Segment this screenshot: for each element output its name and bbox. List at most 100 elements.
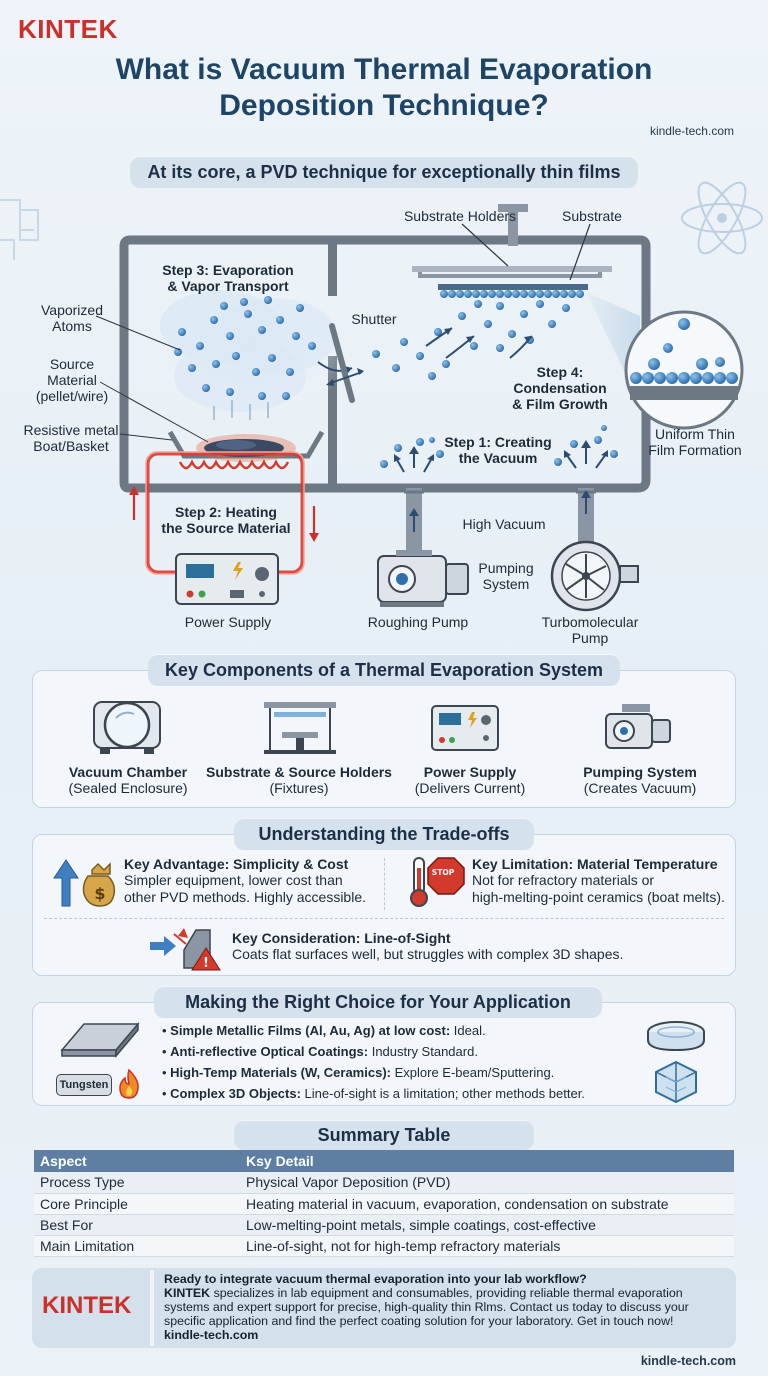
boat-line-1: Resistive metal bbox=[23, 422, 119, 438]
vacuum-chamber bbox=[119, 235, 651, 493]
component-sub: (Delivers Current) bbox=[414, 780, 526, 796]
vaporized-line-2: Atoms bbox=[52, 318, 92, 334]
step1-line-1: Step 1: Creating bbox=[444, 434, 552, 450]
choice-item-bold: Simple Metallic Films (Al, Au, Ag) at lo… bbox=[170, 1023, 451, 1038]
table-cell: Low-melting-point metals, simple coating… bbox=[240, 1214, 734, 1236]
choice-item: • Anti-reflective Optical Coatings: Indu… bbox=[162, 1044, 478, 1059]
cta-link[interactable]: kindle-tech.com bbox=[164, 1328, 259, 1342]
label-step2: Step 2: Heating the Source Material bbox=[152, 504, 300, 536]
source-line-1: Source bbox=[49, 356, 95, 372]
thermometer-stop-icon bbox=[410, 857, 465, 907]
label-boat: Resistive metal Boat/Basket bbox=[14, 422, 128, 454]
component-sub: (Fixtures) bbox=[269, 780, 329, 796]
label-pumping-system: Pumping System bbox=[464, 560, 548, 592]
cta-divider bbox=[150, 1270, 154, 1346]
step4-line-3: & Film Growth bbox=[512, 396, 608, 412]
tungsten-tag: Tungsten bbox=[56, 1074, 112, 1096]
component-name: Power Supply bbox=[423, 764, 517, 780]
power-supply-unit bbox=[175, 553, 279, 605]
cta-body-3: specific application and find the perfec… bbox=[164, 1314, 674, 1328]
label-step4: Step 4: Condensation & Film Growth bbox=[508, 364, 612, 412]
cta-text: Ready to integrate vacuum thermal evapor… bbox=[164, 1272, 734, 1342]
table-cell: Heating material in vacuum, evaporation,… bbox=[240, 1193, 734, 1215]
label-turbo-pump: Turbomolecular Pump bbox=[532, 614, 648, 646]
tradeoffs-divider bbox=[384, 858, 385, 910]
turbo-line-2: Pump bbox=[571, 630, 609, 646]
choice-item: • Complex 3D Objects: Line-of-sight is a… bbox=[162, 1086, 585, 1101]
label-vaporized-atoms: Vaporized Atoms bbox=[30, 302, 114, 334]
label-source-material: Source Material (pellet/wire) bbox=[30, 356, 114, 404]
choice-item-text: Explore E-beam/Sputtering. bbox=[390, 1065, 555, 1080]
pumping-line-1: Pumping bbox=[478, 560, 534, 576]
component-name: Vacuum Chamber bbox=[68, 764, 188, 780]
cta-brand: KINTEK bbox=[164, 1286, 211, 1300]
title-line-1: What is Vacuum Thermal Evaporation bbox=[115, 53, 653, 86]
uniform-line-1: Uniform Thin bbox=[655, 426, 735, 442]
cost-advantage-icon: $ bbox=[53, 859, 116, 907]
limitation-line-2: high-melting-point ceramics (boat melts)… bbox=[472, 889, 725, 905]
label-roughing-pump: Roughing Pump bbox=[367, 614, 469, 630]
power-supply-icon bbox=[431, 705, 499, 751]
table-cell: Core Principle bbox=[34, 1193, 240, 1215]
advantage-block: Key Advantage: Simplicity & Cost Simpler… bbox=[124, 856, 380, 906]
label-step3: Step 3: Evaporation & Vapor Transport bbox=[146, 262, 310, 294]
component-power-supply: Power Supply (Delivers Current) bbox=[396, 764, 544, 796]
choice-item-bold: Complex 3D Objects: bbox=[170, 1086, 301, 1101]
label-high-vacuum: High Vacuum bbox=[462, 516, 546, 532]
table-header-row: Aspect Ksy Detail bbox=[34, 1150, 734, 1172]
tradeoffs-divider-h bbox=[44, 918, 724, 919]
consideration-title: Key Consideration: Line-of-Sight bbox=[232, 930, 451, 946]
limitation-block: Key Limitation: Material Temperature Not… bbox=[472, 856, 732, 906]
line-of-sight-icon: ! bbox=[150, 928, 221, 971]
3d-object-icon bbox=[655, 1060, 697, 1104]
metal-plate-icon bbox=[60, 1021, 140, 1059]
optical-lens-icon bbox=[647, 1021, 705, 1052]
stop-sign-text: STOP bbox=[431, 868, 455, 877]
consideration-block: Key Consideration: Line-of-Sight Coats f… bbox=[232, 930, 652, 963]
column-header: Aspect bbox=[34, 1150, 240, 1172]
step4-line-2: Condensation bbox=[513, 380, 607, 396]
label-step1: Step 1: Creating the Vacuum bbox=[432, 434, 564, 466]
turbo-line-1: Turbomolecular bbox=[541, 614, 639, 630]
choice-item-text: Industry Standard. bbox=[368, 1044, 478, 1059]
limitation-line-1: Not for refractory materials or bbox=[472, 872, 655, 888]
advantage-line-1: Simpler equipment, lower cost than bbox=[124, 872, 343, 888]
atom-icon bbox=[681, 181, 763, 255]
step3-line-1: Step 3: Evaporation bbox=[162, 262, 294, 278]
summary-table: Aspect Ksy Detail Process Type Physical … bbox=[34, 1150, 734, 1257]
summary-heading: Summary Table bbox=[234, 1120, 534, 1150]
step3-line-2: & Vapor Transport bbox=[167, 278, 289, 294]
column-header: Ksy Detail bbox=[240, 1150, 734, 1172]
cta-panel bbox=[32, 1268, 736, 1348]
limitation-title: Key Limitation: Material Temperature bbox=[472, 856, 718, 872]
component-pumping-system: Pumping System (Creates Vacuum) bbox=[566, 764, 714, 796]
site-link-top[interactable]: kindle-tech.com bbox=[649, 124, 734, 138]
table-cell: Main Limitation bbox=[34, 1235, 240, 1257]
label-uniform-film: Uniform Thin Film Formation bbox=[642, 426, 748, 458]
advantage-title: Key Advantage: Simplicity & Cost bbox=[124, 856, 349, 872]
cta-body-2: systems and expert support for precise, … bbox=[164, 1300, 689, 1314]
component-vacuum-chamber: Vacuum Chamber (Sealed Enclosure) bbox=[60, 764, 196, 796]
svg-text:$: $ bbox=[94, 884, 105, 903]
choice-item-text: Ideal. bbox=[450, 1023, 486, 1038]
flame-icon bbox=[119, 1068, 139, 1099]
site-link-bottom[interactable]: kindle-tech.com bbox=[640, 1354, 736, 1368]
consideration-line-1: Coats flat surfaces well, but struggles … bbox=[232, 946, 624, 962]
step4-line-1: Step 4: bbox=[536, 364, 584, 380]
table-cell: Process Type bbox=[34, 1172, 240, 1194]
roughing-pump-unit bbox=[377, 550, 469, 607]
cta-body-1: specializes in lab equipment and consuma… bbox=[210, 1286, 683, 1300]
uniform-line-2: Film Formation bbox=[648, 442, 742, 458]
holders-icon bbox=[264, 702, 336, 754]
choice-item-bold: Anti-reflective Optical Coatings: bbox=[170, 1044, 369, 1059]
tradeoffs-heading: Understanding the Trade-offs bbox=[234, 818, 534, 850]
evaporation-diagram bbox=[95, 204, 744, 612]
label-substrate-holders: Substrate Holders bbox=[403, 208, 517, 224]
label-power-supply: Power Supply bbox=[184, 614, 272, 630]
pumping-line-2: System bbox=[482, 576, 530, 592]
source-line-2: Material bbox=[47, 372, 97, 388]
step2-line-1: Step 2: Heating bbox=[175, 504, 277, 520]
cta-logo: KINTEK bbox=[42, 1292, 132, 1319]
summary-table-wrap: Aspect Ksy Detail Process Type Physical … bbox=[34, 1150, 734, 1257]
label-shutter: Shutter bbox=[351, 311, 397, 327]
